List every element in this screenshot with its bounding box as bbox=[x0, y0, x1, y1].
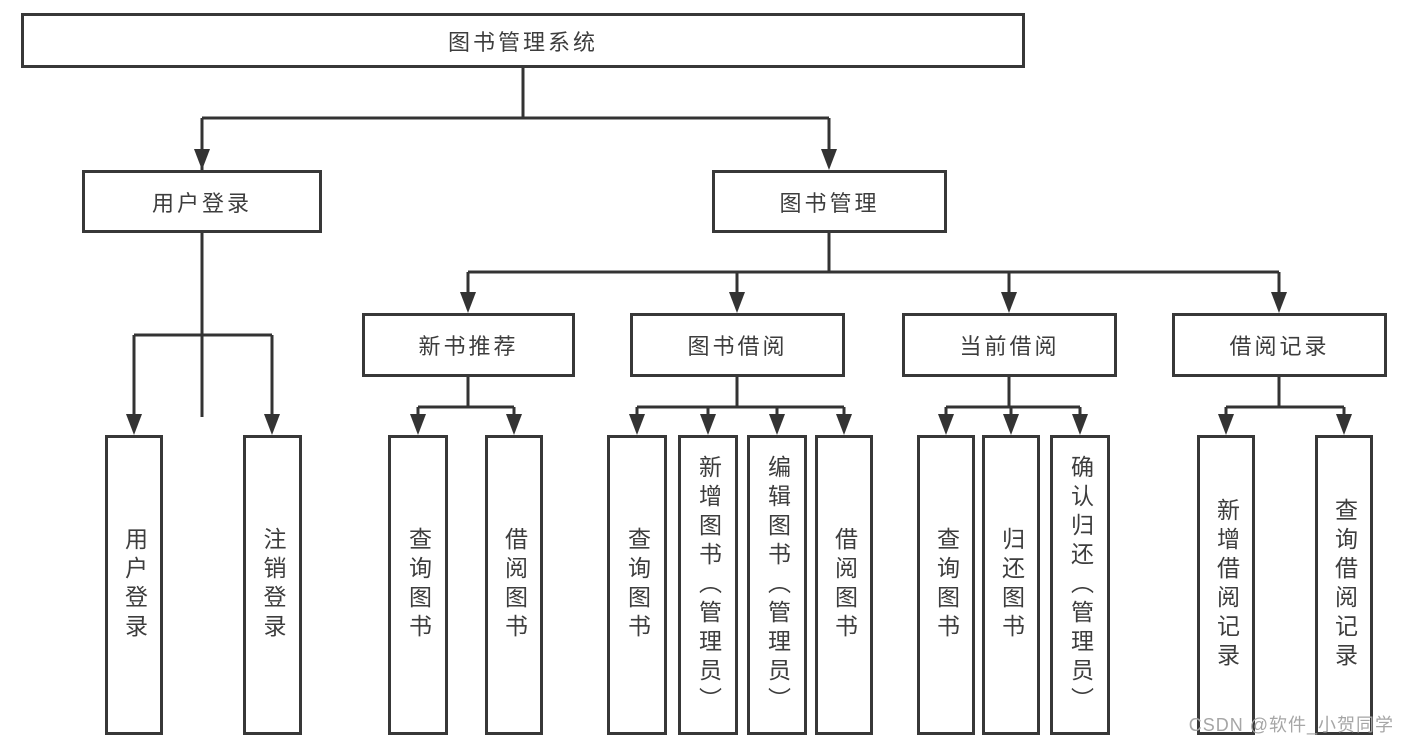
connector-bookmgmt-rail bbox=[466, 233, 1281, 296]
node-records-add: 新增借阅记录 bbox=[1197, 435, 1255, 735]
node-newbooks-query: 查询图书 bbox=[388, 435, 448, 735]
node-library-system: 图书管理系统 bbox=[21, 13, 1025, 68]
node-records-query: 查询借阅记录 bbox=[1315, 435, 1373, 735]
node-new-book-recommend: 新书推荐 bbox=[362, 313, 575, 377]
connector-newbooks-rail bbox=[416, 377, 516, 417]
connector-userlogin-rail bbox=[132, 233, 274, 417]
node-borrow-query: 查询图书 bbox=[607, 435, 667, 735]
node-borrow-records: 借阅记录 bbox=[1172, 313, 1387, 377]
node-current-confirm-admin: 确认归还（管理员） bbox=[1050, 435, 1110, 735]
node-current-query: 查询图书 bbox=[917, 435, 975, 735]
watermark: CSDN @软件_小贺同学 bbox=[1188, 715, 1394, 735]
node-user-login: 用户登录 bbox=[82, 170, 322, 233]
node-userlogin-login: 用户登录 bbox=[105, 435, 163, 735]
node-borrow-edit-admin: 编辑图书（管理员） bbox=[747, 435, 807, 735]
node-current-return: 归还图书 bbox=[982, 435, 1040, 735]
node-userlogin-logout: 注销登录 bbox=[243, 435, 302, 735]
node-current-borrow: 当前借阅 bbox=[902, 313, 1117, 377]
node-book-management: 图书管理 bbox=[712, 170, 947, 233]
node-borrow-borrow: 借阅图书 bbox=[815, 435, 873, 735]
connector-current-rail bbox=[944, 377, 1082, 417]
node-newbooks-borrow: 借阅图书 bbox=[485, 435, 543, 735]
connector-borrow-rail bbox=[635, 377, 846, 417]
node-borrow-add-admin: 新增图书（管理员） bbox=[678, 435, 738, 735]
node-book-borrow: 图书借阅 bbox=[630, 313, 845, 377]
connector-records-rail bbox=[1224, 377, 1346, 417]
